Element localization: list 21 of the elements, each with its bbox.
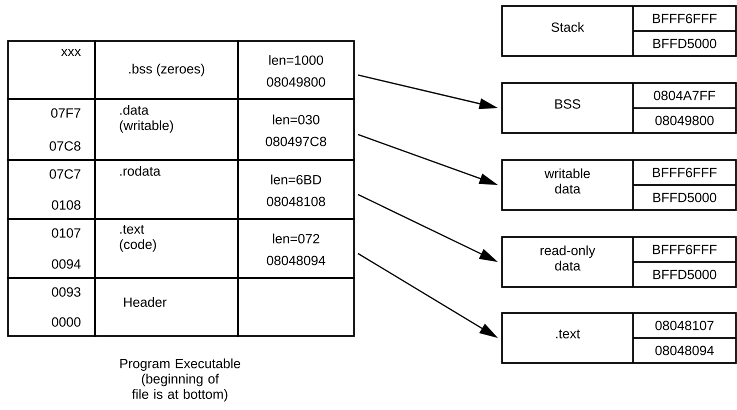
section-cell: .rodata [94, 159, 239, 220]
caption: Program Executable (beginning of file is at bottom) [120, 358, 240, 402]
memory-segment-box: Stack BFFF6FFF BFFD5000 [501, 5, 737, 57]
address-cell: 0107 0094 [7, 218, 96, 279]
memory-segment-box: BSS 0804A7FF 08049800 [501, 82, 737, 134]
memory-segment-box: .text 08048107 08048094 [501, 312, 737, 364]
section-cell: .data (writable) [94, 98, 239, 161]
address-cell: 0093 0000 [7, 277, 96, 337]
length-cell: len=1000 08049800 [237, 40, 355, 100]
length-cell: len=072 08048094 [237, 218, 355, 279]
length-cell: len=6BD 08048108 [237, 159, 355, 220]
section-cell: .bss (zeroes) [94, 40, 239, 100]
memory-segment-box: read-only data BFFF6FFF BFFD5000 [501, 236, 737, 288]
length-cell: len=030 080497C8 [237, 98, 355, 161]
section-cell: .text (code) [94, 218, 239, 279]
memory-segment-box: writable data BFFF6FFF BFFD5000 [501, 159, 737, 211]
address-cell: 07C7 0108 [7, 159, 96, 220]
address-cell: 07F7 07C8 [7, 98, 96, 161]
address-cell: xxx [7, 40, 96, 100]
section-cell: Header [94, 277, 239, 337]
length-cell [237, 277, 355, 337]
